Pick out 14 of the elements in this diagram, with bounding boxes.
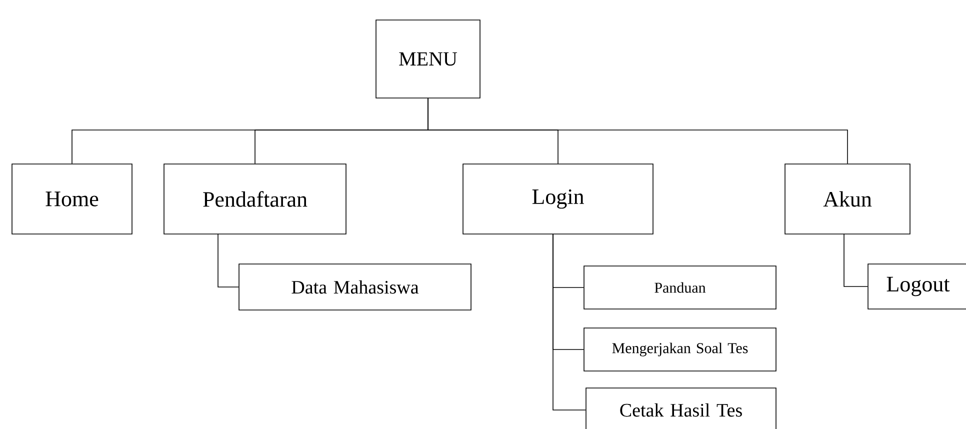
menu-box: Login [462, 164, 654, 234]
menu-box: Mengerjakan Soal Tes [584, 328, 776, 372]
menu-box: Cetak Hasil Tes [586, 388, 776, 429]
menu-box: Logout [868, 264, 966, 310]
menu-box: Data Mahasiswa [238, 264, 472, 310]
menu-box: Home [12, 164, 132, 234]
connector-line [552, 234, 586, 410]
menu-box: Akun [784, 164, 910, 234]
connector-line [218, 234, 239, 288]
menu-box: Panduan [584, 266, 776, 310]
connector-line [844, 234, 868, 287]
connector-line [428, 98, 848, 164]
menu-box: Pendaftaran [164, 164, 346, 234]
menu-box: MENU [376, 20, 480, 98]
